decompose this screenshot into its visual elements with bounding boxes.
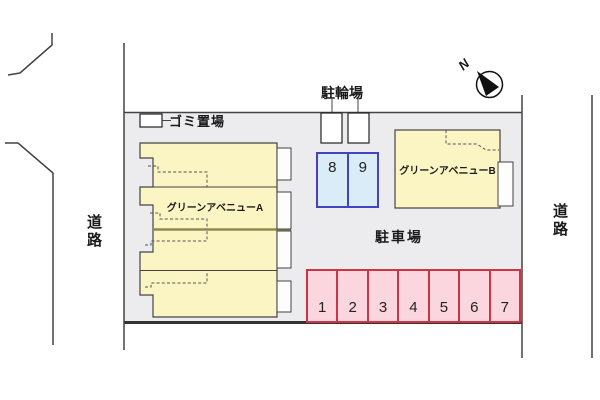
balcony — [276, 230, 292, 269]
balcony — [276, 191, 292, 230]
balcony — [276, 280, 292, 313]
compass-icon — [475, 70, 504, 99]
building-a-label: グリーンアベニューA — [166, 203, 264, 214]
building-a-dashed-line — [145, 272, 208, 288]
building-a-dashed-line — [145, 230, 208, 246]
car-parking-label: 駐車場 — [375, 229, 423, 245]
bike-stall-row: 8 9 — [316, 152, 379, 208]
balcony — [497, 161, 514, 207]
bike-stall-8: 8 — [328, 159, 337, 176]
car-stall-2: 2 — [336, 271, 366, 321]
bike-stall-9: 9 — [346, 154, 378, 206]
garbage-area-box — [139, 113, 163, 128]
building-a-dashed-line — [150, 212, 208, 229]
car-stall-1: 1 — [318, 299, 327, 316]
bicycle-parking-label: 駐輪場 — [321, 85, 363, 101]
car-stall-5: 5 — [427, 271, 458, 321]
building-b-label: グリーンアベニューB — [399, 166, 496, 177]
road-label-right: 道路 — [551, 203, 568, 239]
car-stall-4: 4 — [397, 271, 427, 321]
car-stall-3: 3 — [366, 271, 397, 321]
car-stall-row: 1 2 3 4 5 6 7 — [306, 269, 521, 323]
building-b-footprint — [394, 129, 501, 209]
bike-shed-box — [347, 112, 370, 144]
balcony — [276, 147, 292, 181]
road-label-left: 道路 — [85, 214, 102, 250]
car-stall-7: 7 — [488, 271, 519, 321]
bike-shed-box — [320, 112, 343, 144]
building-a-dashed-line — [148, 165, 208, 187]
road-curb-top-left — [7, 33, 53, 76]
car-stall-6: 6 — [458, 271, 488, 321]
road-curb-bottom-left — [5, 142, 54, 345]
garbage-area-label: ゴミ置場 — [169, 114, 226, 129]
building-b-dashed-line — [445, 130, 499, 151]
